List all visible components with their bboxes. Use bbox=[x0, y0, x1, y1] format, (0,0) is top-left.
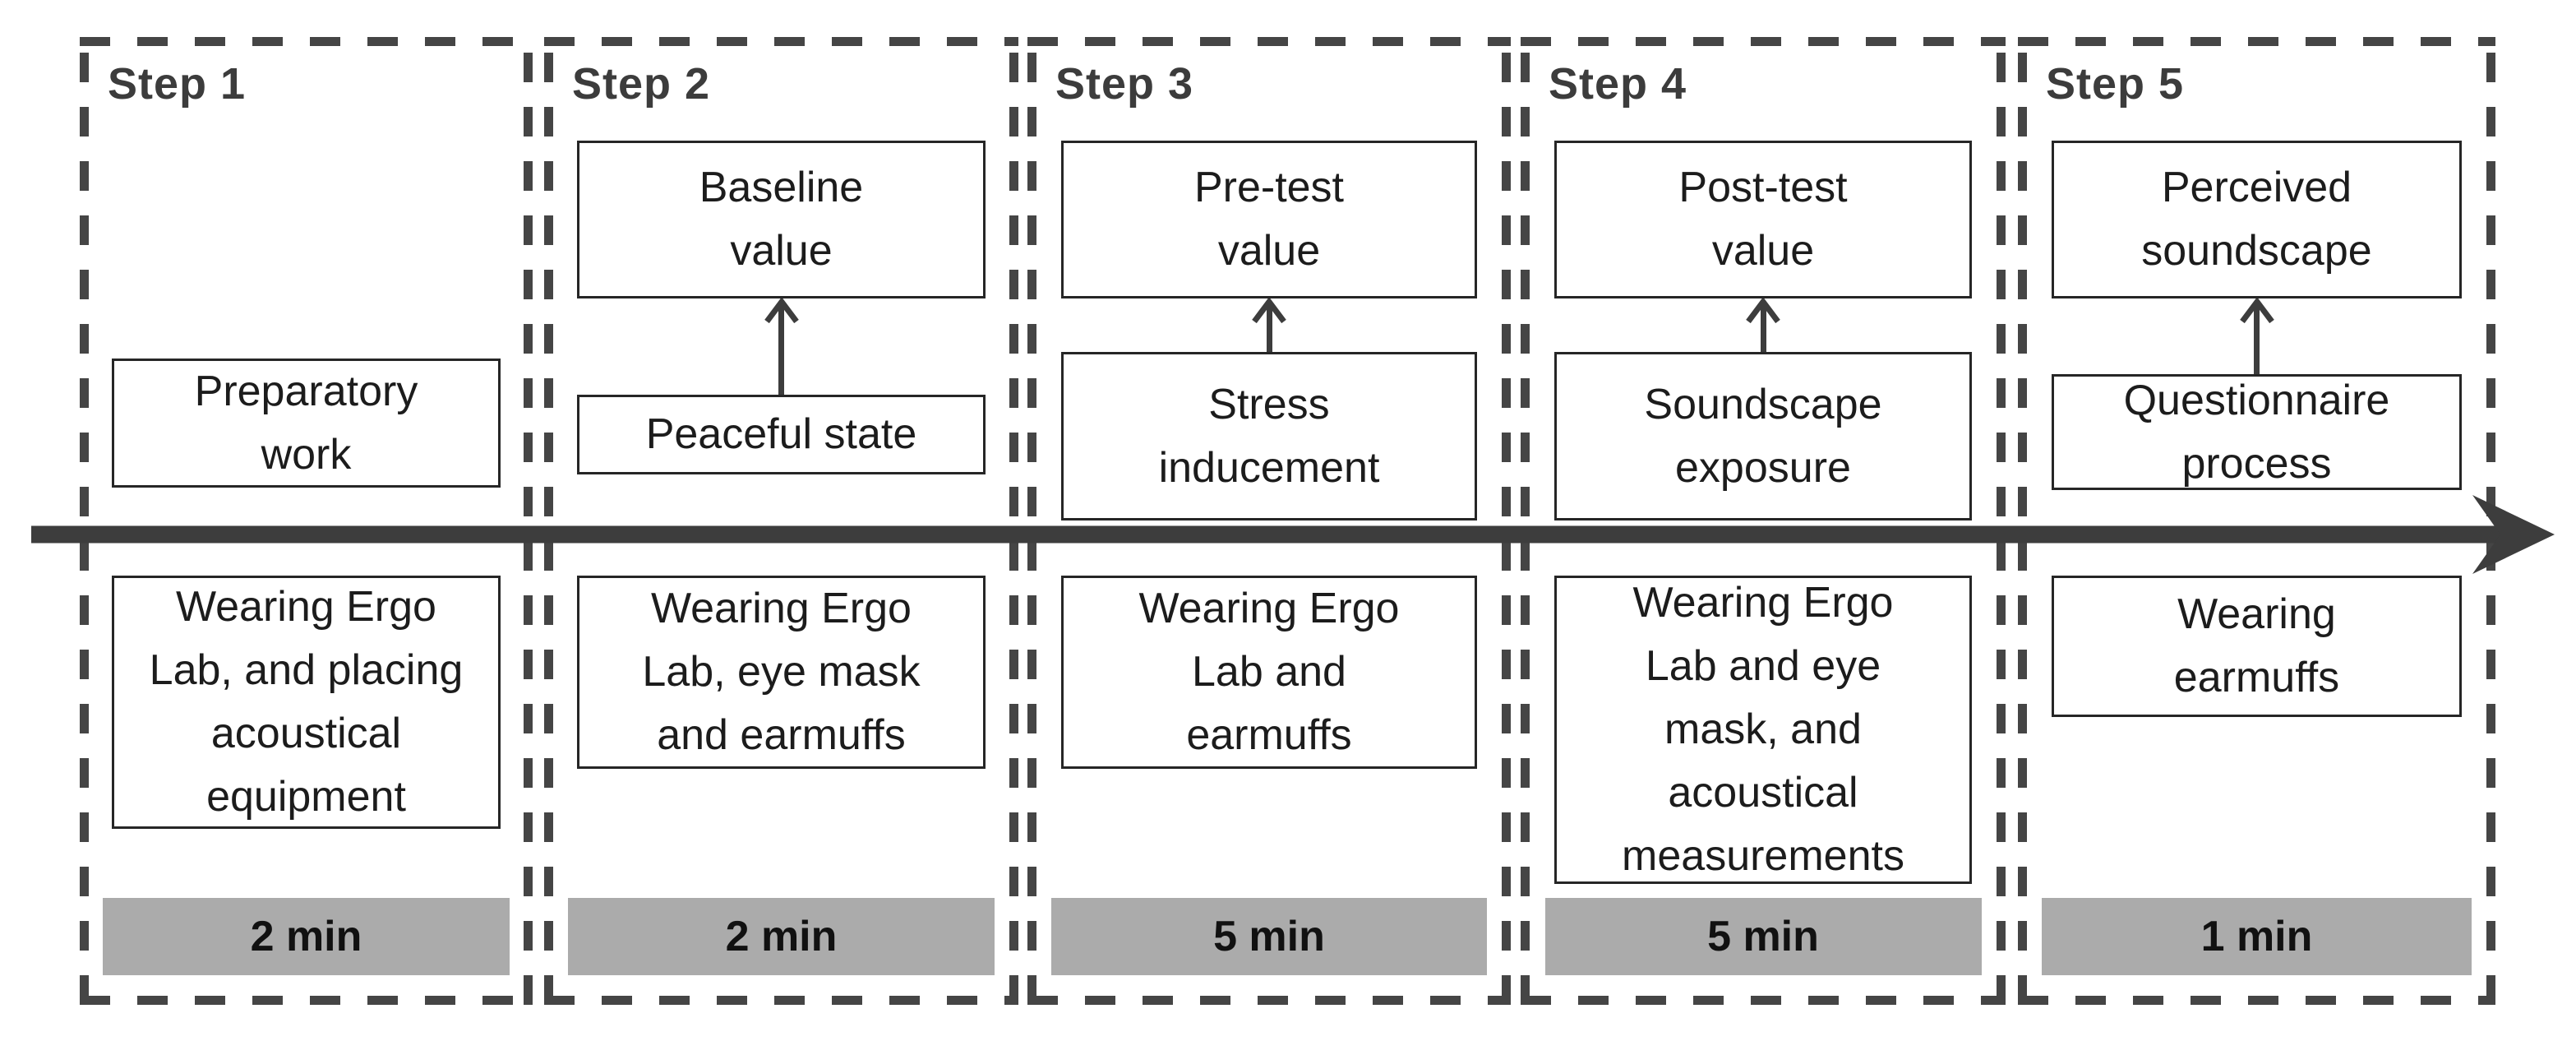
step-3-label: Step 3 bbox=[1055, 59, 1194, 109]
step-2-activity-box: Peaceful state bbox=[577, 395, 986, 474]
step-5-equipment-box: Wearing earmuffs bbox=[2051, 576, 2463, 717]
step-5-activity-box: Questionnaire process bbox=[2051, 374, 2463, 490]
step-2-measure-box: Baseline value bbox=[577, 141, 986, 298]
step-5-up-arrow-icon bbox=[2237, 298, 2277, 374]
step-2-label: Step 2 bbox=[572, 59, 711, 109]
step-1-equipment-box: Wearing Ergo Lab, and placing acoustical… bbox=[111, 576, 501, 829]
step-2-column: Step 2 Baseline value Peaceful state Wea… bbox=[544, 37, 1018, 1005]
step-3-measure-box: Pre-test value bbox=[1061, 141, 1477, 298]
step-1-label: Step 1 bbox=[108, 59, 247, 109]
step-4-up-arrow-icon bbox=[1743, 298, 1783, 352]
step-4-equipment-box: Wearing Ergo Lab and eye mask, and acous… bbox=[1554, 576, 1972, 884]
step-2-equipment-box: Wearing Ergo Lab, eye mask and earmuffs bbox=[577, 576, 986, 769]
step-3-activity-box: Stress inducement bbox=[1061, 352, 1477, 520]
step-5-duration-badge: 1 min bbox=[2042, 898, 2472, 975]
step-3-up-arrow-icon bbox=[1249, 298, 1289, 352]
step-3-equipment-box: Wearing Ergo Lab and earmuffs bbox=[1061, 576, 1477, 769]
step-2-duration-badge: 2 min bbox=[567, 898, 995, 975]
step-5-column: Step 5 Perceived soundscape Questionnair… bbox=[2018, 37, 2495, 1005]
step-4-measure-box: Post-test value bbox=[1554, 141, 1972, 298]
step-4-column: Step 4 Post-test value Soundscape exposu… bbox=[1521, 37, 2006, 1005]
step-4-duration-badge: 5 min bbox=[1544, 898, 1982, 975]
step-1-duration-badge: 2 min bbox=[102, 898, 510, 975]
step-5-label: Step 5 bbox=[2046, 59, 2185, 109]
step-3-column: Step 3 Pre-test value Stress inducement … bbox=[1027, 37, 1511, 1005]
step-1-column: Step 1 Preparatory work Wearing Ergo Lab… bbox=[80, 37, 533, 1005]
step-2-up-arrow-icon bbox=[762, 298, 801, 395]
step-3-duration-badge: 5 min bbox=[1051, 898, 1487, 975]
step-4-label: Step 4 bbox=[1549, 59, 1687, 109]
step-4-activity-box: Soundscape exposure bbox=[1554, 352, 1972, 520]
step-5-measure-box: Perceived soundscape bbox=[2051, 141, 2463, 298]
step-1-activity-box: Preparatory work bbox=[111, 359, 501, 488]
